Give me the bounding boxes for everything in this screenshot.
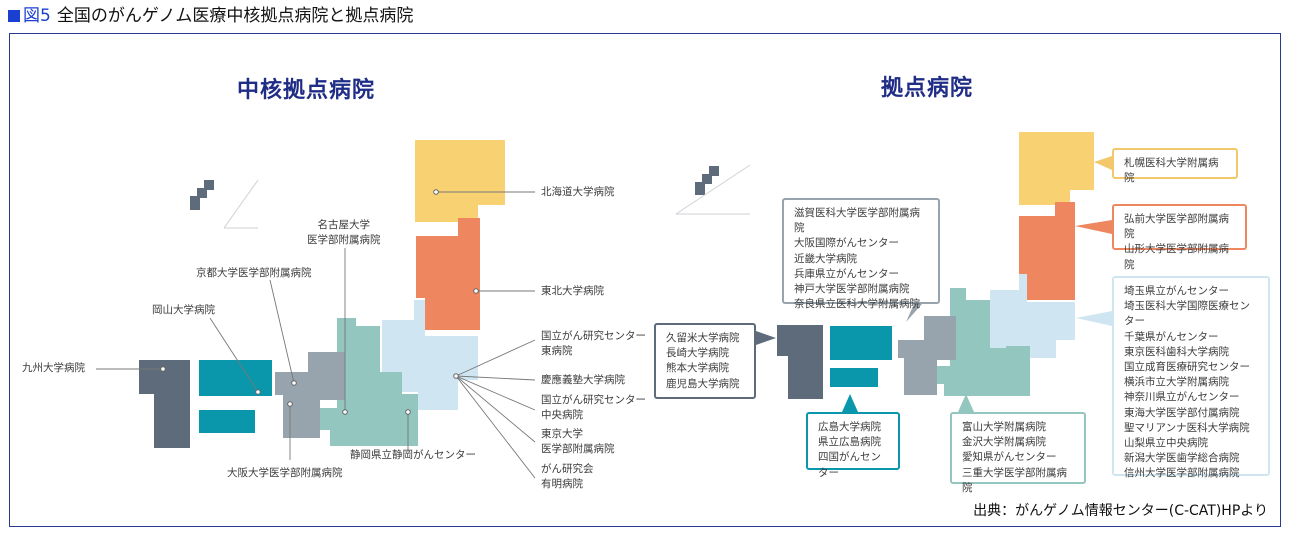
hospital-list-item: 千葉県がんセンター (1124, 330, 1219, 343)
label-kyoto: 京都大学医学部附属病院 (196, 267, 312, 279)
callout-kyushu: 久留米大学病院長崎大学病院熊本大学病院鹿児島大学病院 (654, 323, 756, 399)
hospital-list-item: 埼玉県立がんセンター (1124, 285, 1229, 297)
core-region-hokkaido (415, 140, 505, 222)
hospital-list-item: 久留米大学病院 (666, 332, 740, 344)
pointer-chugoku (842, 394, 858, 412)
label-shizuoka: 静岡県立静岡がんセンター (350, 449, 476, 461)
label-osaka: 大阪大学医学部附属病院 (227, 467, 343, 479)
pointer-chubu (958, 394, 974, 412)
core-region-tohoku (416, 218, 480, 330)
label-tokyo: 東京大学 医学部附属病院 (541, 428, 615, 455)
base-region-hokkaido (1019, 132, 1094, 205)
core-region-shikoku (199, 410, 255, 433)
hospital-list-item: 弘前大学医学部附属病院 (1124, 213, 1229, 241)
base-region-chugoku (830, 326, 892, 360)
hospital-list-item: 東海大学医学部付属病院 (1124, 406, 1240, 419)
hospital-list-item: 大阪国際がんセンター (794, 237, 899, 250)
base-region-tohoku (1019, 202, 1075, 300)
hospital-list-item: 国立成育医療研究センター (1124, 361, 1250, 374)
core-region-kanto (382, 300, 478, 410)
hospital-list-item: 新潟大学医歯学総合病院 (1124, 452, 1240, 465)
core-heading: 中核拠点病院 (237, 78, 376, 103)
core-region-chugoku (199, 360, 272, 396)
core-leader-lines (96, 191, 536, 479)
hospital-list-item: 鹿児島大学病院 (666, 377, 740, 390)
hospital-list-item: 神奈川県立がんセンター (1124, 391, 1240, 404)
label-okayama: 岡山大学病院 (152, 304, 215, 316)
hospital-list-item: 信州大学医学部附属病院 (1124, 467, 1240, 480)
base-region-kinki (898, 316, 956, 395)
core-region-kinki (275, 352, 345, 438)
label-ncc-central: 国立がん研究センター 中央病院 (541, 394, 646, 421)
callout-chugoku: 広島大学病院県立広島病院四国がんセンター (806, 412, 900, 479)
source-note: 出典：がんゲノム情報センター(C-CAT)HPより (973, 503, 1268, 519)
okinawa-icon-base (695, 166, 719, 195)
square-marker-icon (8, 10, 20, 22)
callout-kinki: 滋賀医科大学医学部附属病院大阪国際がんセンター近畿大学病院兵庫県立がんセンター神… (782, 198, 940, 310)
okinawa-icon (190, 180, 214, 210)
hospital-list-item: 札幌医科大学附属病院 (1124, 157, 1219, 185)
hospital-list-item: 聖マリアンナ医科大学病院 (1124, 421, 1250, 434)
figure-number: 図5 (23, 6, 51, 26)
label-kyushu: 九州大学病院 (22, 362, 85, 374)
label-tohoku: 東北大学病院 (541, 285, 604, 297)
hospital-list-item: 奈良県立医科大学附属病院 (794, 298, 920, 311)
hospital-list-item: 東京医科歯科大学病院 (1124, 345, 1229, 358)
hospital-list-item: 四国がんセンター (818, 451, 881, 479)
label-keio: 慶應義塾大学病院 (541, 374, 625, 386)
base-region-chubu (933, 288, 1030, 396)
label-ncc-east: 国立がん研究センター 東病院 (541, 330, 646, 357)
callout-kanto: 埼玉県立がんセンター埼玉医科大学国際医療センター千葉県がんセンター東京医科歯科大… (1112, 276, 1270, 479)
base-region-kyushu (777, 325, 823, 399)
hospital-list-item: 県立広島病院 (818, 436, 881, 449)
callout-tohoku: 弘前大学医学部附属病院山形大学医学部附属病院 (1112, 204, 1247, 271)
hospital-list-item: 近畿大学病院 (794, 252, 857, 265)
hospital-list-item: 愛知県がんセンター (962, 451, 1057, 464)
pointer-kinki (906, 304, 922, 322)
callout-chubu: 富山大学附属病院金沢大学附属病院愛知県がんセンター三重大学医学部附属病院 (950, 412, 1086, 494)
core-map (96, 140, 536, 479)
hospital-list-item: 滋賀医科大学医学部附属病院 (794, 207, 920, 235)
label-hokkaido: 北海道大学病院 (541, 186, 615, 198)
pointer-kyushu (756, 331, 776, 345)
core-region-kyushu (139, 360, 190, 448)
pointer-tohoku (1075, 220, 1112, 234)
hospital-list-item: 山梨県立中央病院 (1124, 437, 1208, 450)
base-region-shikoku (830, 368, 878, 387)
hospital-list-item: 広島大学病院 (818, 421, 881, 433)
pointer-kanto (1076, 311, 1112, 326)
hospital-list-item: 埼玉医科大学国際医療センター (1124, 300, 1250, 328)
core-leader-dots (160, 189, 479, 415)
base-map (675, 132, 1112, 412)
core-region-chubu (318, 318, 418, 446)
hospital-list-item: 金沢大学附属病院 (962, 436, 1046, 449)
pointer-sapporo (1094, 156, 1112, 170)
hospital-list-item: 富山大学附属病院 (962, 421, 1046, 433)
label-ariake: がん研究会 有明病院 (541, 463, 594, 490)
base-region-kanto (990, 274, 1075, 358)
hospital-list-item: 熊本大学病院 (666, 362, 729, 375)
hospital-list-item: 山形大学医学部附属病院 (1124, 243, 1229, 271)
hospital-list-item: 三重大学医学部附属病院 (962, 466, 1067, 494)
figure-frame (9, 33, 1281, 527)
hospital-list-item: 長崎大学病院 (666, 347, 729, 360)
callout-sapporo: 札幌医科大学附属病院 (1112, 148, 1238, 184)
hospital-list-item: 神戸大学医学部附属病院 (794, 283, 910, 296)
hospital-list-item: 兵庫県立がんセンター (794, 267, 899, 280)
label-nagoya: 名古屋大学 医学部附属病院 (307, 219, 381, 246)
hospital-list-item: 横浜市立大学附属病院 (1124, 376, 1229, 389)
figure-title-text: 全国のがんゲノム医療中核拠点病院と拠点病院 (56, 6, 414, 26)
base-heading: 拠点病院 (881, 76, 974, 101)
